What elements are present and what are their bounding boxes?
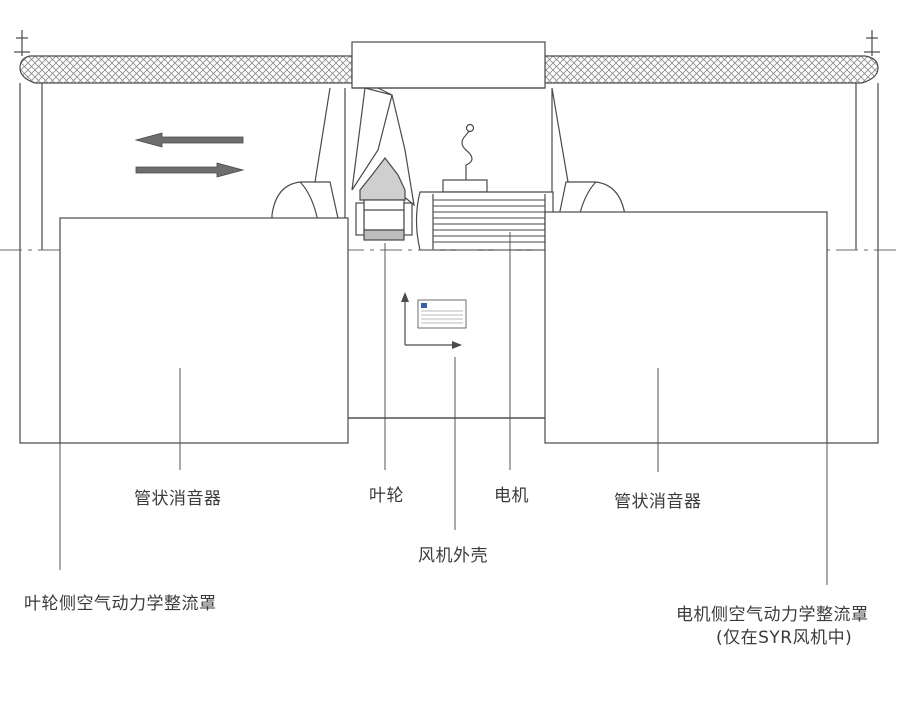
- nameplate: [417, 299, 467, 329]
- left-aero-fairing: [271, 181, 346, 251]
- motor-body: [415, 191, 554, 251]
- airflow-arrow-left: [134, 132, 244, 148]
- label-motor: 电机: [494, 486, 529, 506]
- label-impeller-side-fairing: 叶轮侧空气动力学整流罩: [24, 594, 217, 614]
- flange-marker-right: [864, 30, 880, 56]
- airflow-arrow-right: [135, 162, 245, 178]
- fan-casing-outline: [344, 250, 553, 419]
- label-silencer-right: 管状消音器: [614, 492, 702, 512]
- label-silencer-left: 管状消音器: [134, 489, 222, 509]
- right-duct-wall: [551, 83, 879, 250]
- axis-indicator: [404, 298, 455, 346]
- label-motor-side-fairing-note: (仅在SYR风机中): [716, 628, 853, 648]
- right-silencer: [544, 211, 828, 444]
- left-insulation-band: [19, 55, 353, 84]
- right-insulation-band: [544, 55, 879, 84]
- impeller-blade: [351, 87, 393, 191]
- left-silencer: [59, 217, 349, 444]
- housing-top-block: [351, 41, 546, 89]
- left-duct-wall: [19, 83, 346, 250]
- motor-terminal-box: [442, 179, 488, 193]
- label-impeller: 叶轮: [369, 486, 404, 506]
- motor-cooling-fins: [433, 199, 545, 243]
- impeller-hub: [359, 157, 406, 201]
- label-motor-side-fairing: 电机侧空气动力学整流罩: [676, 605, 869, 625]
- motor-cable: [461, 129, 473, 180]
- flange-marker-left: [14, 30, 30, 56]
- label-fan-casing: 风机外壳: [418, 546, 488, 566]
